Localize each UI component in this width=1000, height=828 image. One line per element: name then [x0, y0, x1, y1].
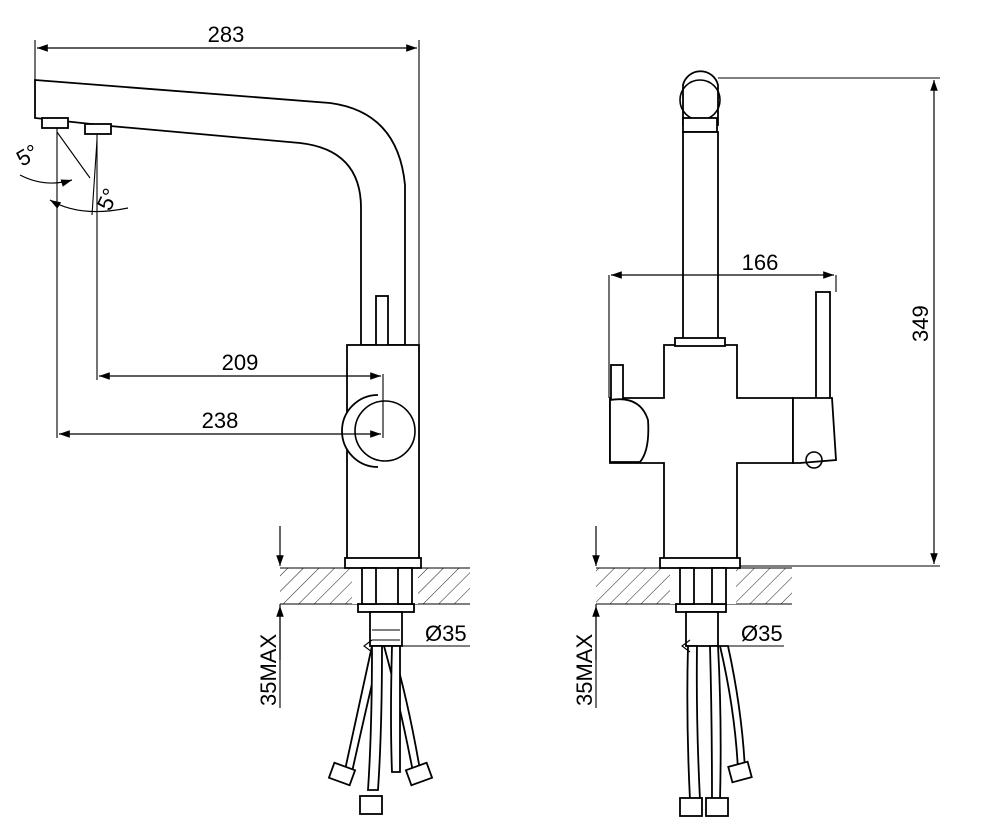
dim-349: 349 — [908, 305, 933, 342]
nut-3 — [359, 795, 383, 815]
spout-head — [682, 70, 719, 126]
spout-column — [682, 131, 719, 348]
nut-1 — [327, 761, 357, 787]
aerator-left — [41, 117, 69, 129]
deck-max-right: 35MAX — [572, 634, 597, 706]
hose-right — [382, 645, 422, 774]
angle-upper: 5° — [12, 139, 43, 171]
dim-166: 166 — [742, 250, 779, 275]
spout — [34, 79, 406, 346]
hole-diameter-left: Ø35 — [425, 621, 467, 646]
hole-diameter-right: Ø35 — [741, 621, 783, 646]
dim-283: 283 — [208, 22, 245, 47]
deck-max-left: 35MAX — [256, 634, 281, 706]
side-view: 283 209 238 5° 5° 35MAX Ø35 — [12, 22, 470, 815]
filter-handle — [610, 364, 624, 401]
dim-238: 238 — [202, 408, 239, 433]
nut-2 — [404, 761, 434, 787]
dim-209: 209 — [222, 350, 259, 375]
front-view: 166 349 35MAX Ø35 — [572, 70, 940, 817]
hose-front-1 — [686, 645, 701, 801]
hose-front-2 — [709, 645, 722, 801]
mixer-lever — [815, 291, 831, 403]
aerator-right — [84, 123, 112, 135]
